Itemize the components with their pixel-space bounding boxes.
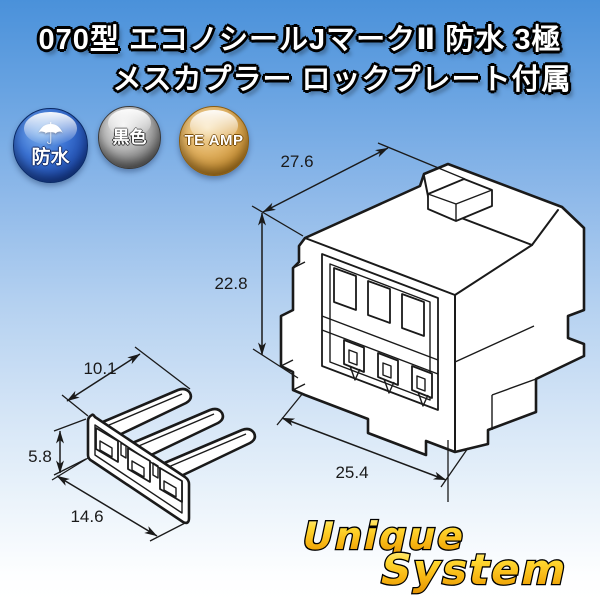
product-title: 070型 エコノシールJマークⅡ 防水 3極 メスカプラー ロックプレート付属 <box>0 20 600 100</box>
connector-terminal-wedges <box>343 339 433 407</box>
dim-label-connector-depth: 27.6 <box>280 152 313 171</box>
unique-system-logo: Unique System <box>297 513 575 596</box>
badge-color-black: 黒色 <box>98 106 161 169</box>
dimension-annotations: 27.6 22.8 25.4 10.1 5.8 14.6 <box>28 142 469 542</box>
badge-color-black-label: 黒色 <box>112 127 147 147</box>
lock-plate-prongs <box>96 387 257 478</box>
connector-drawing <box>279 162 586 457</box>
badge-te-amp: TE AMP <box>179 106 249 176</box>
logo-word-unique: Unique <box>298 514 470 559</box>
umbrella-icon: ☂ <box>37 117 64 151</box>
dim-label-plate-height: 5.8 <box>28 447 52 466</box>
badge-waterproof-label: 防水 <box>31 146 70 168</box>
title-line-2: メスカプラー ロックプレート付属 <box>112 64 572 96</box>
dim-label-plate-length: 10.1 <box>83 359 116 378</box>
badge-waterproof: ☂ 防水 <box>13 108 88 183</box>
dim-label-plate-width: 14.6 <box>70 507 103 526</box>
dim-label-connector-height: 22.8 <box>214 274 247 293</box>
logo-word-system: System <box>376 546 573 594</box>
title-line-1: 070型 エコノシールJマークⅡ 防水 3極 <box>38 24 562 56</box>
lock-plate-drawing <box>86 387 257 525</box>
dim-label-connector-width: 25.4 <box>335 463 368 482</box>
badge-te-amp-label: TE AMP <box>184 132 244 149</box>
